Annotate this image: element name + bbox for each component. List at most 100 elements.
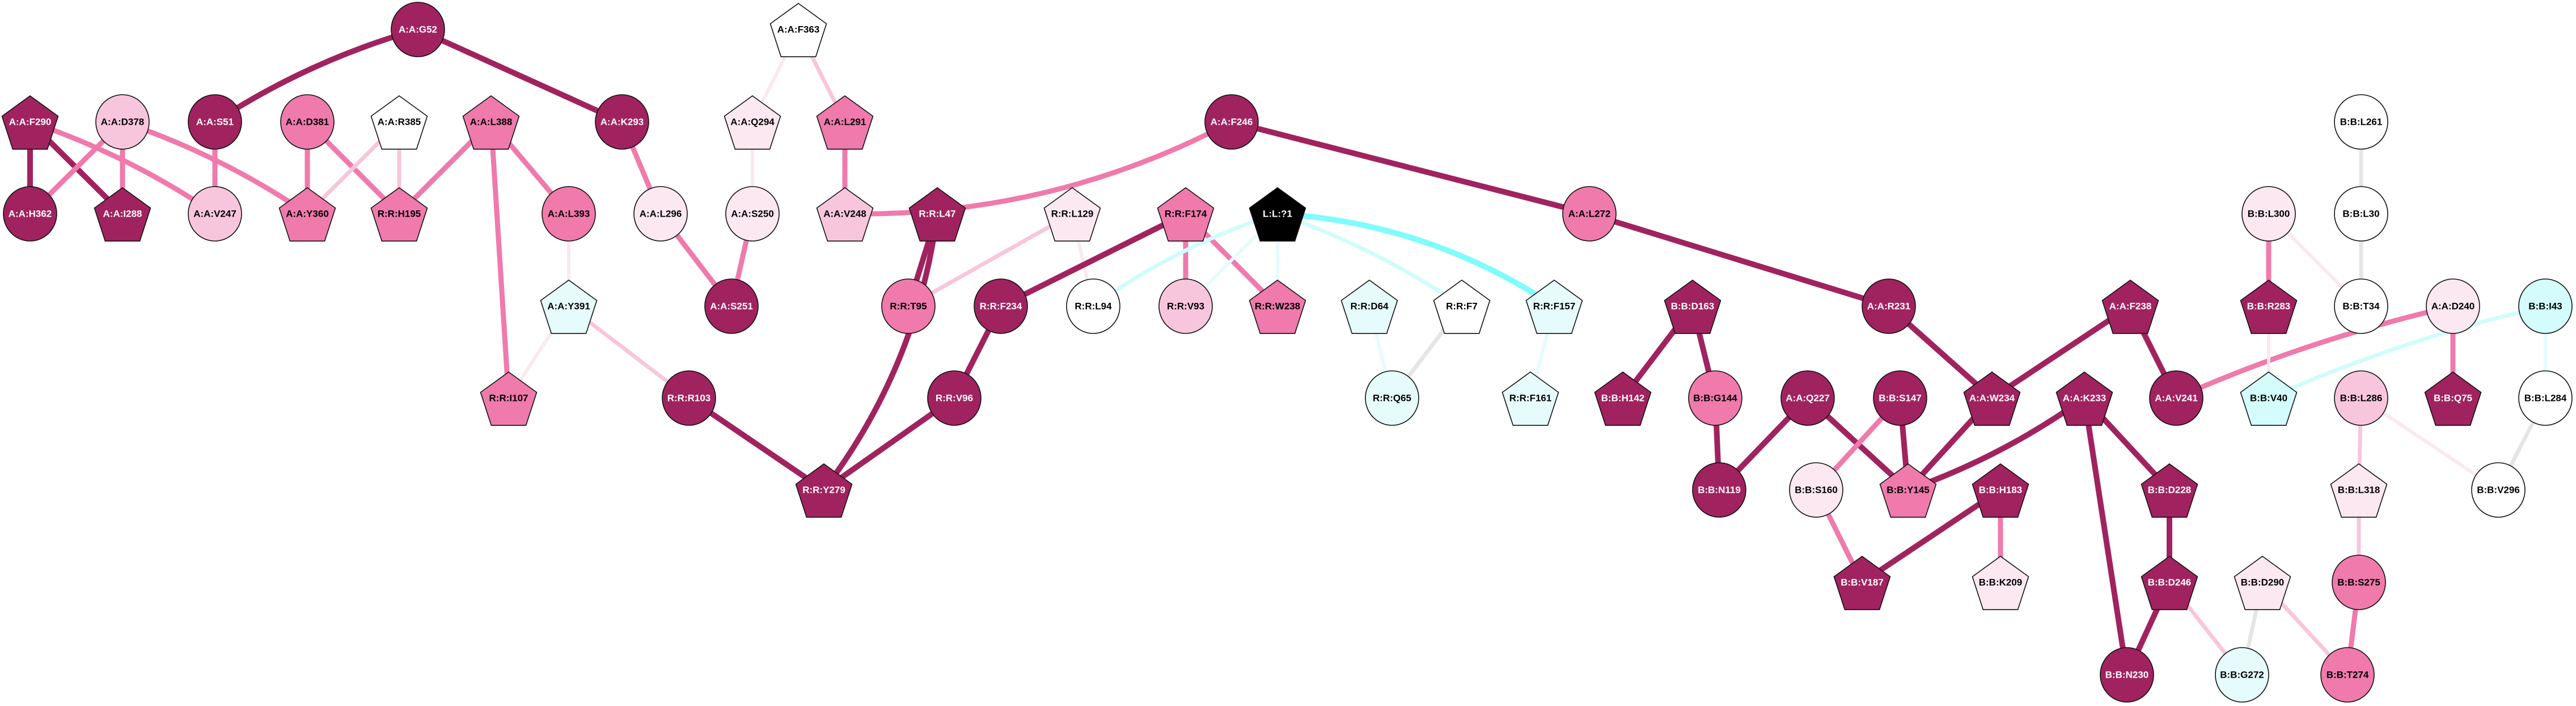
circle-node-shape [2100, 647, 2154, 703]
edge-a-a-f290-to-a-a-v247 [29, 119, 217, 216]
node-b-b-g144[interactable]: B:B:G144 [1688, 370, 1742, 426]
node-a-a-s250[interactable]: A:A:S250 [725, 186, 780, 242]
node-r-r-t95[interactable]: R:R:T95 [881, 278, 936, 334]
node-b-b-t274[interactable]: B:B:T274 [2320, 647, 2375, 703]
node-r-r-f157[interactable]: R:R:F157 [1525, 280, 1583, 334]
node-a-a-l291[interactable]: A:A:L291 [816, 95, 874, 150]
node-r-r-f174[interactable]: R:R:F174 [1157, 187, 1215, 242]
circle-node-shape [974, 278, 1028, 334]
node-b-b-l300[interactable]: B:B:L300 [2241, 186, 2296, 242]
edge-a-a-f238-to-a-a-w234 [1990, 303, 2132, 401]
pentagon-node-shape [1833, 556, 1891, 610]
node-a-a-f363[interactable]: A:A:F363 [769, 3, 827, 57]
edge-l-l-1-to-r-r-f7 [1276, 212, 1463, 308]
node-r-r-l129[interactable]: R:R:L129 [1043, 187, 1101, 242]
node-r-r-f161[interactable]: R:R:F161 [1501, 371, 1559, 426]
node-r-r-r103[interactable]: R:R:R103 [662, 370, 716, 426]
node-a-a-l296[interactable]: A:A:L296 [633, 186, 688, 242]
edge-r-r-f174-to-r-r-f234 [999, 211, 1187, 309]
node-b-b-s160[interactable]: B:B:S160 [1789, 462, 1843, 518]
pentagon-node-shape [816, 95, 874, 150]
node-a-a-q227[interactable]: A:A:Q227 [1780, 370, 1835, 426]
pentagon-node-shape [1, 95, 59, 150]
pentagon-node-shape [2055, 371, 2113, 426]
node-b-b-d290[interactable]: B:B:D290 [2234, 556, 2291, 610]
node-r-r-f234[interactable]: R:R:F234 [974, 278, 1028, 334]
node-a-a-d240[interactable]: A:A:D240 [2426, 278, 2480, 334]
node-b-b-v296[interactable]: B:B:V296 [2471, 462, 2526, 518]
pentagon-node-shape [724, 95, 781, 150]
node-b-b-n119[interactable]: B:B:N119 [1692, 462, 1746, 518]
node-a-a-q294[interactable]: A:A:Q294 [724, 95, 781, 150]
node-r-r-v93[interactable]: R:R:V93 [1158, 278, 1213, 334]
circle-node-shape [2426, 278, 2480, 334]
node-b-b-t34[interactable]: B:B:T34 [2334, 278, 2388, 334]
node-a-a-r231[interactable]: A:A:R231 [1862, 278, 1916, 334]
node-b-b-s147[interactable]: B:B:S147 [1873, 370, 1927, 426]
pentagon-node-shape [2141, 463, 2198, 518]
node-a-a-d381[interactable]: A:A:D381 [280, 94, 335, 150]
node-a-a-k233[interactable]: A:A:K233 [2055, 371, 2113, 426]
node-a-a-v248[interactable]: A:A:V248 [816, 187, 874, 242]
node-b-b-v40[interactable]: B:B:V40 [2240, 371, 2298, 426]
circle-node-shape [725, 186, 780, 242]
node-b-b-v187[interactable]: B:B:V187 [1833, 556, 1891, 610]
edge-a-a-g52-to-a-a-k293 [416, 27, 624, 125]
node-r-r-l94[interactable]: R:R:L94 [1066, 278, 1120, 334]
node-r-r-v96[interactable]: R:R:V96 [927, 370, 982, 426]
node-a-a-l272[interactable]: A:A:L272 [1562, 186, 1617, 242]
node-b-b-h142[interactable]: B:B:H142 [1594, 371, 1652, 426]
node-a-a-s51[interactable]: A:A:S51 [188, 94, 242, 150]
circle-node-shape [1158, 278, 1213, 334]
pentagon-node-shape [1972, 463, 2029, 518]
node-b-b-d246[interactable]: B:B:D246 [2141, 556, 2198, 610]
edge-a-a-k233-to-b-b-n230 [2082, 398, 2130, 675]
edge-b-b-i43-to-b-b-v40 [2268, 304, 2546, 400]
node-a-a-v241[interactable]: A:A:V241 [2149, 370, 2203, 426]
node-a-a-r385[interactable]: A:A:R385 [370, 95, 428, 150]
pentagon-node-shape [816, 187, 874, 242]
pentagon-node-shape [1249, 280, 1306, 334]
node-a-a-l393[interactable]: A:A:L393 [542, 186, 596, 242]
node-a-a-k293[interactable]: A:A:K293 [595, 94, 649, 150]
node-a-a-h362[interactable]: A:A:H362 [3, 186, 57, 242]
pentagon-node-shape [1249, 187, 1306, 242]
node-r-r-d64[interactable]: R:R:D64 [1340, 280, 1398, 334]
node-l-l-1[interactable]: L:L:?1 [1249, 187, 1306, 242]
node-b-b-i43[interactable]: B:B:I43 [2518, 278, 2573, 334]
node-a-a-s251[interactable]: A:A:S251 [704, 278, 759, 334]
node-r-r-f7[interactable]: R:R:F7 [1433, 280, 1491, 334]
pentagon-node-shape [462, 95, 520, 150]
node-b-b-r283[interactable]: B:B:R283 [2240, 280, 2298, 334]
node-a-a-f246[interactable]: A:A:F246 [1204, 94, 1259, 150]
node-b-b-g272[interactable]: B:B:G272 [2215, 647, 2269, 703]
node-r-r-i107[interactable]: R:R:I107 [480, 371, 538, 426]
circle-node-shape [188, 94, 242, 150]
node-b-b-l318[interactable]: B:B:L318 [2330, 463, 2388, 518]
circle-node-shape [188, 186, 242, 242]
node-b-b-h183[interactable]: B:B:H183 [1972, 463, 2029, 518]
node-a-a-g52[interactable]: A:A:G52 [391, 2, 445, 57]
pentagon-node-shape [1157, 187, 1215, 242]
node-b-b-d163[interactable]: B:B:D163 [1664, 280, 1721, 334]
node-r-r-l47[interactable]: R:R:L47 [908, 187, 966, 242]
node-r-r-q65[interactable]: R:R:Q65 [1365, 370, 1419, 426]
node-b-b-q75[interactable]: B:B:Q75 [2424, 371, 2482, 426]
pentagon-node-shape [278, 187, 336, 242]
node-b-b-l261[interactable]: B:B:L261 [2334, 94, 2388, 150]
node-a-a-f238[interactable]: A:A:F238 [2101, 280, 2159, 334]
node-a-a-v247[interactable]: A:A:V247 [188, 186, 242, 242]
node-b-b-l286[interactable]: B:B:L286 [2334, 370, 2388, 426]
node-a-a-f290[interactable]: A:A:F290 [1, 95, 59, 150]
node-b-b-n230[interactable]: B:B:N230 [2100, 647, 2154, 703]
circle-node-shape [2332, 555, 2386, 610]
node-b-b-l30[interactable]: B:B:L30 [2334, 186, 2388, 242]
node-a-a-l388[interactable]: A:A:L388 [462, 95, 520, 150]
node-a-a-y391[interactable]: A:A:Y391 [540, 280, 598, 334]
node-b-b-l284[interactable]: B:B:L284 [2518, 370, 2573, 426]
node-a-a-d378[interactable]: A:A:D378 [95, 94, 150, 150]
node-r-r-y279[interactable]: R:R:Y279 [795, 463, 853, 518]
node-b-b-s275[interactable]: B:B:S275 [2332, 555, 2386, 610]
node-b-b-k209[interactable]: B:B:K209 [1972, 556, 2029, 610]
